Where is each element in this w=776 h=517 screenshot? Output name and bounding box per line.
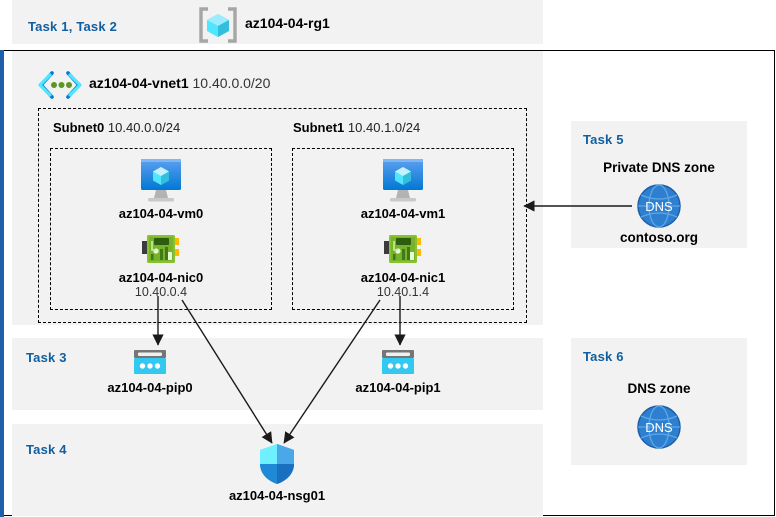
task-label-5: Task 5: [583, 132, 624, 147]
virtual-machine-icon: [101, 156, 221, 204]
dns-zone-title: DNS zone: [627, 381, 691, 396]
pip0-node[interactable]: az104-04-pip0: [95, 348, 205, 395]
public-ip-address-icon: [343, 348, 453, 378]
private-dns-zone-title: Private DNS zone: [603, 160, 715, 175]
nsg-node[interactable]: az104-04-nsg01: [222, 442, 332, 503]
nic0-label: az104-04-nic0: [118, 270, 204, 285]
network-security-group-shield-icon: [222, 442, 332, 486]
virtual-machine-icon: [343, 156, 463, 204]
task-label-3: Task 3: [26, 350, 67, 365]
svg-text:DNS: DNS: [645, 420, 673, 435]
resource-group-header-panel: [12, 0, 543, 44]
subnet1-title: Subnet1 10.40.1.0/24: [293, 120, 421, 135]
task-label-4: Task 4: [26, 442, 67, 457]
vm0-node[interactable]: az104-04-vm0: [101, 156, 221, 221]
task-label-1-2: Task 1, Task 2: [28, 19, 118, 34]
public-ip-address-icon: [95, 348, 205, 378]
subnet0-boundary: [50, 148, 272, 310]
vnet-title: az104-04-vnet1 10.40.0.0/20: [89, 75, 271, 91]
resource-group-name: az104-04-rg1: [245, 15, 330, 31]
pip1-label: az104-04-pip1: [355, 380, 441, 395]
pip1-node[interactable]: az104-04-pip1: [343, 348, 453, 395]
nic0-node[interactable]: az104-04-nic0 10.40.0.4: [101, 232, 221, 300]
network-interface-icon: [101, 232, 221, 268]
vnet-panel: [12, 51, 543, 325]
vm1-label: az104-04-vm1: [360, 206, 446, 221]
nsg-label: az104-04-nsg01: [228, 488, 326, 503]
pip0-label: az104-04-pip0: [107, 380, 193, 395]
task-label-6: Task 6: [583, 349, 624, 364]
task3-panel: [12, 338, 543, 410]
nic1-node[interactable]: az104-04-nic1 10.40.1.4: [343, 232, 463, 300]
dns-globe-icon[interactable]: DNS: [635, 403, 683, 451]
private-dns-zone-name: contoso.org: [620, 230, 698, 245]
resource-group-accent-bar: [0, 50, 4, 517]
nic0-ip: 10.40.0.4: [134, 285, 188, 299]
svg-text:DNS: DNS: [645, 199, 673, 214]
vm0-label: az104-04-vm0: [118, 206, 204, 221]
virtual-network-icon: [36, 69, 84, 101]
network-interface-icon: [343, 232, 463, 268]
dns-globe-icon[interactable]: DNS: [635, 182, 683, 230]
nic1-ip: 10.40.1.4: [376, 285, 430, 299]
subnet0-title: Subnet0 10.40.0.0/24: [53, 120, 181, 135]
nic1-label: az104-04-nic1: [360, 270, 446, 285]
vm1-node[interactable]: az104-04-vm1: [343, 156, 463, 221]
subnets-group-boundary: [38, 108, 527, 323]
subnet1-boundary: [292, 148, 514, 310]
resource-group-cube-icon: [197, 6, 239, 44]
